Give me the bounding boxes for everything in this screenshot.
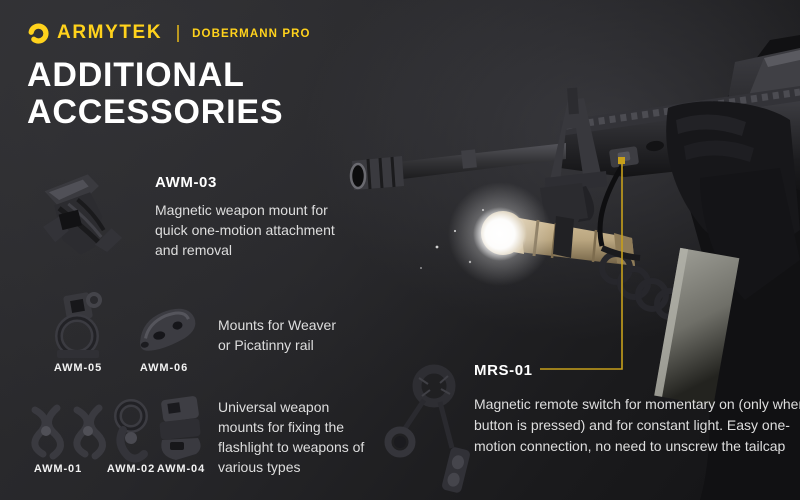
awm-02-label: AWM-02	[106, 463, 156, 475]
rail-mounts-description: Mounts for Weaver or Picatinny rail	[218, 317, 337, 353]
rear-sight	[747, 50, 800, 104]
magazine	[654, 247, 740, 406]
universal-mounts-description: Universal weapon mounts for fixing the f…	[218, 399, 365, 475]
product-line-name: DOBERMANN PRO	[192, 27, 311, 40]
awm-03-name: AWM-03	[155, 174, 217, 191]
mrs-01-name: MRS-01	[474, 362, 533, 379]
flashlight-mount	[540, 183, 588, 224]
awm-01-label: AWM-01	[33, 463, 83, 475]
remote-switch	[609, 146, 639, 168]
header-divider	[177, 24, 180, 42]
rifle-barrel	[362, 143, 566, 184]
brand-header: ARMYTEK DOBERMANN PRO	[28, 22, 311, 44]
rifle-receiver	[716, 48, 800, 190]
awm-02-image	[114, 399, 148, 463]
awm-03-image	[43, 174, 123, 255]
awm-06-image	[140, 308, 196, 351]
front-sight	[549, 98, 602, 184]
brand-name: ARMYTEK	[57, 22, 163, 43]
awm-04-image	[159, 396, 201, 460]
mrs-01-description: Magnetic remote switch for momentary on …	[474, 396, 800, 454]
top-rail	[560, 86, 800, 136]
handguard	[560, 101, 800, 177]
awm-06-label: AWM-06	[139, 362, 189, 374]
armytek-logo-icon	[28, 22, 49, 44]
flashlight	[448, 182, 635, 286]
flashlight-beam-glow	[448, 182, 552, 286]
pistol-grip	[700, 168, 800, 300]
page-title-line2: ACCESSORIES	[27, 93, 284, 131]
glove-hand	[666, 101, 800, 249]
awm-05-image	[55, 292, 102, 358]
awm-01-image	[31, 404, 106, 460]
switch-cable	[597, 164, 625, 247]
awm-05-label: AWM-05	[53, 362, 103, 374]
awm-04-label: AWM-04	[156, 463, 206, 475]
awm-03-description: Magnetic weapon mount for quick one-moti…	[155, 202, 335, 258]
page-title: ADDITIONAL ACCESSORIES	[27, 57, 283, 131]
coiled-cable	[599, 251, 703, 325]
page-title-line1: ADDITIONAL	[27, 56, 245, 94]
mrs-01-image	[384, 364, 470, 493]
muzzle	[352, 156, 404, 190]
